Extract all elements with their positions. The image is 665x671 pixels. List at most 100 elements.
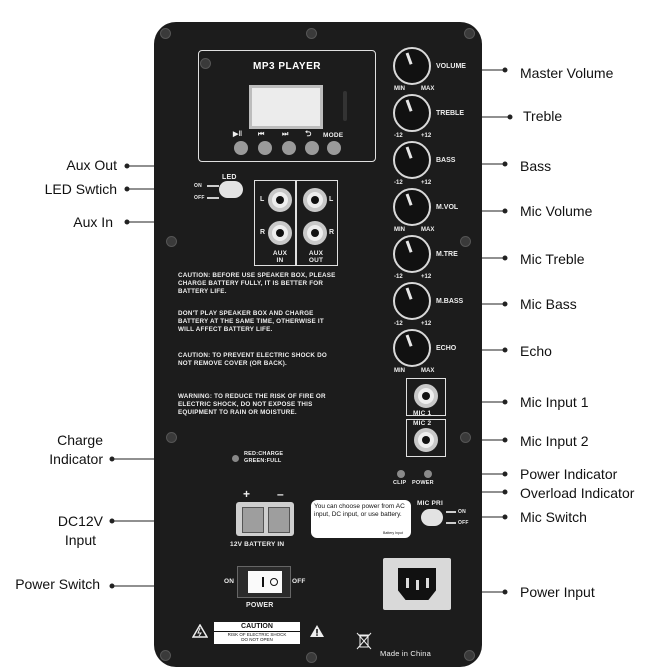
callout-aux-in: Aux In: [73, 214, 113, 230]
led-switch-marks: [207, 185, 219, 187]
led-off-label: OFF: [194, 195, 205, 201]
screw: [460, 432, 471, 443]
power-switch-i-mark: [262, 577, 264, 587]
led-switch-marks: [207, 197, 219, 199]
clip-led: [397, 470, 405, 478]
knob-min-label: -12: [394, 180, 403, 186]
screw: [460, 236, 471, 247]
previous-button[interactable]: [258, 141, 272, 155]
mode-button[interactable]: [327, 141, 341, 155]
power-switch-on-label: ON: [224, 578, 235, 585]
exclamation-triangle-icon: [310, 625, 324, 637]
caution-box-text: RISK OF ELECTRIC SHOCK DO NOT OPEN: [227, 632, 287, 642]
power-pin: [426, 578, 429, 588]
mic-pri-label: MIC PRI: [417, 500, 443, 507]
callout-mic-input-2: Mic Input 2: [520, 433, 589, 449]
screw: [166, 236, 177, 247]
caution-text-3: CAUTION: TO PREVENT ELECTRIC SHOCK DO NO…: [178, 352, 327, 367]
caution-label-box: [214, 622, 300, 644]
knob-min-label: MIN: [394, 368, 405, 374]
mic-2-label: MIC 2: [413, 420, 432, 427]
knob-min-label: MIN: [394, 86, 405, 92]
screw: [306, 652, 317, 663]
aux-in-label: AUX IN: [272, 250, 288, 264]
screw: [160, 650, 171, 661]
aux-out-box: [296, 180, 338, 266]
callout-master-volume: Master Volume: [520, 65, 614, 81]
power-led-label: POWER: [412, 480, 434, 486]
knob-echo[interactable]: [393, 329, 431, 367]
battery-plus-label: +: [243, 487, 251, 501]
knob-treble[interactable]: [393, 94, 431, 132]
knob-m-tre[interactable]: [393, 235, 431, 273]
mic-switch-off-label: OFF: [458, 520, 469, 526]
knob-min-label: -12: [394, 274, 403, 280]
battery-minus-label: –: [277, 487, 284, 501]
knob-max-label: +12: [421, 321, 432, 327]
repeat-button[interactable]: [305, 141, 319, 155]
aux-in-l-label: L: [260, 196, 265, 203]
knob-max-label: MAX: [421, 86, 435, 92]
mic-input-2-jack[interactable]: [414, 428, 438, 452]
callout-mic-volume: Mic Volume: [520, 203, 593, 219]
power-switch[interactable]: [248, 571, 282, 593]
power-note-box: [311, 500, 411, 538]
aux-in-left-jack[interactable]: [268, 188, 292, 212]
knob-label: VOLUME: [436, 63, 466, 70]
screw: [166, 432, 177, 443]
aux-out-r-label: R: [329, 229, 335, 236]
play-pause-button[interactable]: [234, 141, 248, 155]
knob-m-vol[interactable]: [393, 188, 431, 226]
callout-bass: Bass: [520, 158, 552, 174]
knob-min-label: -12: [394, 321, 403, 327]
warning-text: WARNING: TO REDUCE THE RISK OF FIRE OR E…: [178, 393, 326, 416]
knob-label: BASS: [436, 157, 456, 164]
aux-out-left-jack[interactable]: [303, 188, 327, 212]
callout-power-indicator: Power Indicator: [520, 466, 618, 482]
mp3-title: MP3 PLAYER: [253, 61, 321, 72]
mp3-repeat-label: ⮌: [305, 129, 312, 138]
knob-m-bass[interactable]: [393, 282, 431, 320]
ir-window: [343, 91, 347, 121]
mic-priority-switch[interactable]: [421, 509, 443, 526]
callout-power-switch: Power Switch: [15, 576, 100, 592]
callout-led-switch: LED Swtich: [44, 181, 117, 197]
mic-1-box: [406, 378, 446, 416]
charge-red-label: RED:CHARGE: [244, 451, 284, 457]
knob-label: M.VOL: [436, 204, 459, 211]
knob-label: M.TRE: [436, 251, 458, 258]
power-led: [424, 470, 432, 478]
callout-treble: Treble: [523, 108, 563, 124]
charge-indicator-led: [232, 455, 239, 462]
charge-green-label: GREEN:FULL: [244, 458, 282, 464]
screw: [464, 650, 475, 661]
led-on-label: ON: [194, 183, 202, 189]
callout-power-input: Power Input: [520, 584, 595, 600]
power-switch-o-mark: [270, 578, 278, 586]
aux-out-label: AUX OUT: [308, 250, 324, 264]
knob-volume[interactable]: [393, 47, 431, 85]
battery-terminal-minus: [268, 507, 290, 533]
knob-min-label: MIN: [394, 227, 405, 233]
battery-in-label: 12V BATTERY IN: [230, 541, 285, 548]
screw: [200, 58, 211, 69]
mp3-next-label: ⏭: [282, 131, 289, 138]
knob-max-label: MAX: [421, 227, 435, 233]
weee-bin-icon: [356, 632, 372, 650]
mic-input-1-jack[interactable]: [414, 384, 438, 408]
next-button[interactable]: [282, 141, 296, 155]
callout-dc12v-input: DC12V Input: [57, 513, 103, 548]
aux-out-right-jack[interactable]: [303, 221, 327, 245]
aux-out-l-label: L: [329, 196, 334, 203]
led-label: LED: [222, 174, 237, 181]
power-pin: [406, 578, 409, 588]
knob-max-label: +12: [421, 133, 432, 139]
mp3-play-pause-label: ▶‖: [233, 131, 243, 138]
knob-bass[interactable]: [393, 141, 431, 179]
mic-switch-marks: [446, 511, 456, 513]
led-switch[interactable]: [219, 181, 243, 198]
aux-in-right-jack[interactable]: [268, 221, 292, 245]
screw: [306, 28, 317, 39]
callout-aux-out: Aux Out: [66, 157, 117, 173]
knob-label: M.BASS: [436, 298, 464, 305]
